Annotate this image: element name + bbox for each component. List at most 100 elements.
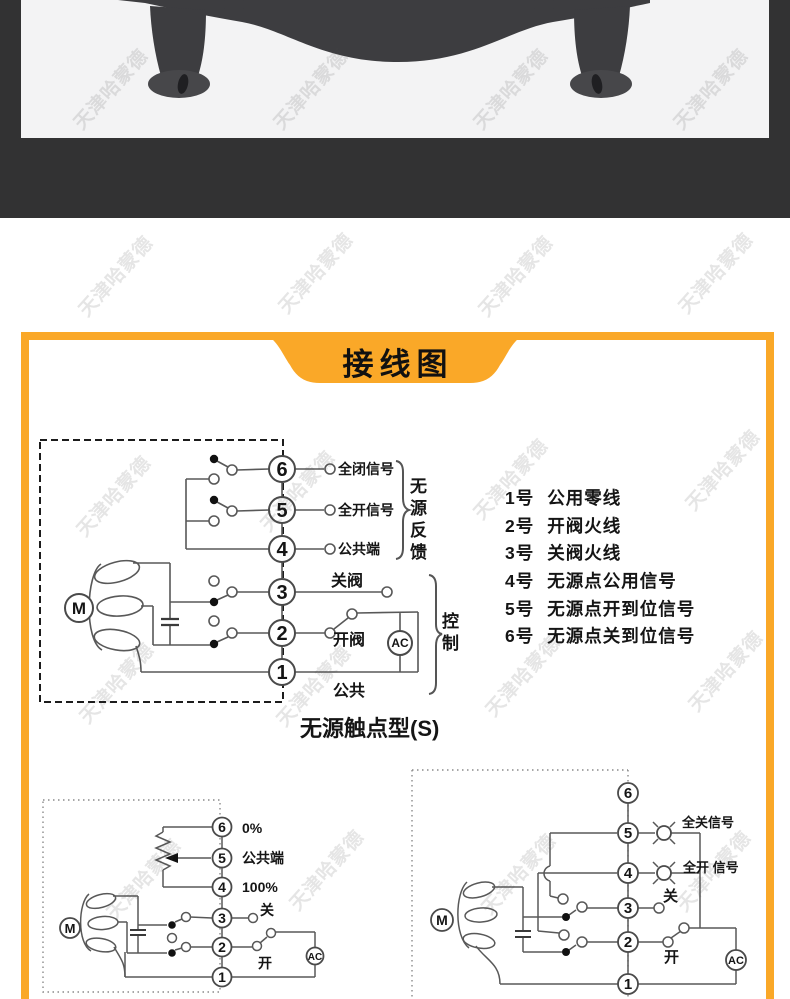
terminal-2	[211, 936, 233, 958]
terminal-number: 4	[624, 865, 633, 882]
label-open-valve: 开阀	[333, 632, 366, 649]
capacitor-symbol	[515, 930, 531, 938]
page-gap	[0, 218, 790, 332]
motor-coil	[464, 907, 498, 923]
terminal-number: 4	[276, 539, 288, 561]
terminal-2	[617, 931, 639, 953]
ac-source-symbol	[305, 946, 325, 966]
motor-coil	[462, 932, 496, 950]
terminal-number: 3	[624, 900, 632, 917]
motor-coil	[462, 881, 496, 899]
actuator-boundary-dashed	[39, 439, 284, 703]
wiring-card	[21, 332, 774, 999]
page-title: 接线图	[342, 347, 454, 382]
wiper-arrowhead	[165, 853, 178, 863]
hero-dark-band	[0, 0, 790, 218]
wiring-diagram-lamp-feedback: 6 5 4 3 2 1 M AC	[411, 769, 747, 999]
label-common: 公共	[333, 683, 366, 700]
legend-num: 4号	[505, 571, 535, 592]
legend-num: 1号	[505, 488, 535, 509]
terminal-4	[617, 862, 639, 884]
terminal-number: 2	[218, 939, 226, 955]
legend-row: 2号开阀火线	[505, 512, 695, 540]
motor-coil	[85, 937, 117, 953]
legend-text: 无源点关到位信号	[547, 626, 696, 647]
label-full-closed-signal: 全闭信号	[338, 461, 394, 477]
motor-coil	[85, 892, 117, 910]
product-photo	[21, 0, 769, 138]
motor-winding-arc	[79, 893, 92, 952]
motor-coil	[87, 915, 119, 931]
feedback-group-brace	[395, 460, 413, 560]
label-close-valve: 关阀	[331, 573, 364, 590]
terminal-5	[268, 496, 296, 524]
legend-text: 无源点公用信号	[547, 571, 677, 592]
label-full-open-signal: 全开 信号	[683, 860, 739, 875]
motor-symbol	[64, 593, 94, 623]
ac-letter: AC	[391, 636, 409, 650]
terminal-number: 1	[218, 969, 226, 985]
terminal-6	[268, 455, 296, 483]
tab-shape	[258, 332, 532, 383]
terminal-4	[211, 876, 233, 898]
terminal-5	[617, 822, 639, 844]
label-100-percent: 100%	[242, 879, 278, 895]
terminal-3	[211, 907, 233, 929]
terminal-number: 2	[624, 934, 632, 951]
terminal-3	[268, 578, 296, 606]
capacitor-symbol	[161, 617, 179, 627]
terminal-1	[617, 973, 639, 995]
legend-row: 1号公用零线	[505, 484, 695, 512]
legend-text: 无源点开到位信号	[547, 598, 696, 619]
lamp-rays	[652, 821, 676, 845]
terminal-1	[268, 658, 296, 686]
actuator-boundary-dotted	[411, 769, 629, 999]
label-control-group: 控制	[439, 612, 458, 656]
terminal-number: 1	[276, 662, 287, 684]
label-full-closed-signal: 全关信号	[682, 815, 735, 830]
terminal-6	[211, 816, 233, 838]
terminal-6	[617, 782, 639, 804]
card-title-tab: 接线图	[258, 332, 532, 384]
terminal-number: 5	[624, 825, 632, 842]
label-close: 关	[260, 902, 274, 918]
label-open: 开	[258, 955, 272, 971]
legend-text: 公用零线	[547, 488, 622, 509]
terminal-number: 1	[624, 976, 632, 993]
motor-letter: M	[65, 921, 76, 936]
wiring-diagram-potentiometer: 6 5 4 3 2 1 M AC	[42, 799, 325, 993]
legend-num: 5号	[505, 598, 535, 619]
terminal-2	[268, 619, 296, 647]
legend-row: 3号关阀火线	[505, 539, 695, 567]
open-signal-lamp	[656, 865, 672, 881]
terminal-legend: 1号公用零线 2号开阀火线 3号关阀火线 4号无源点公用信号 5号无源点开到位信…	[505, 484, 695, 650]
terminal-1	[211, 966, 233, 988]
motor-symbol	[430, 908, 454, 932]
potentiometer-resistor	[154, 831, 172, 887]
valve-silhouette	[118, 0, 650, 98]
closed-signal-lamp	[656, 825, 672, 841]
terminal-number: 2	[276, 623, 287, 645]
terminal-number: 6	[218, 819, 226, 835]
terminal-3	[617, 897, 639, 919]
legend-num: 6号	[505, 626, 535, 647]
motor-letter: M	[436, 912, 448, 928]
legend-row: 6号无源点关到位信号	[505, 622, 695, 650]
motor-letter: M	[72, 599, 86, 618]
legend-num: 2号	[505, 515, 535, 536]
legend-row: 4号无源点公用信号	[505, 567, 695, 595]
label-common-terminal: 公共端	[242, 850, 284, 866]
motor-coil	[93, 628, 141, 652]
motor-winding-arc	[457, 881, 470, 949]
label-close: 关	[663, 888, 679, 905]
diagram1-caption: 无源触点型(S)	[300, 716, 440, 741]
legend-num: 3号	[505, 543, 535, 564]
label-0-percent: 0%	[242, 820, 263, 836]
terminal-number: 6	[276, 459, 287, 481]
ac-source-symbol	[387, 630, 413, 656]
terminal-number: 5	[218, 850, 226, 866]
terminal-number: 6	[624, 785, 632, 802]
label-common-terminal: 公共端	[338, 541, 380, 557]
terminal-5	[211, 847, 233, 869]
legend-text: 开阀火线	[547, 515, 622, 536]
